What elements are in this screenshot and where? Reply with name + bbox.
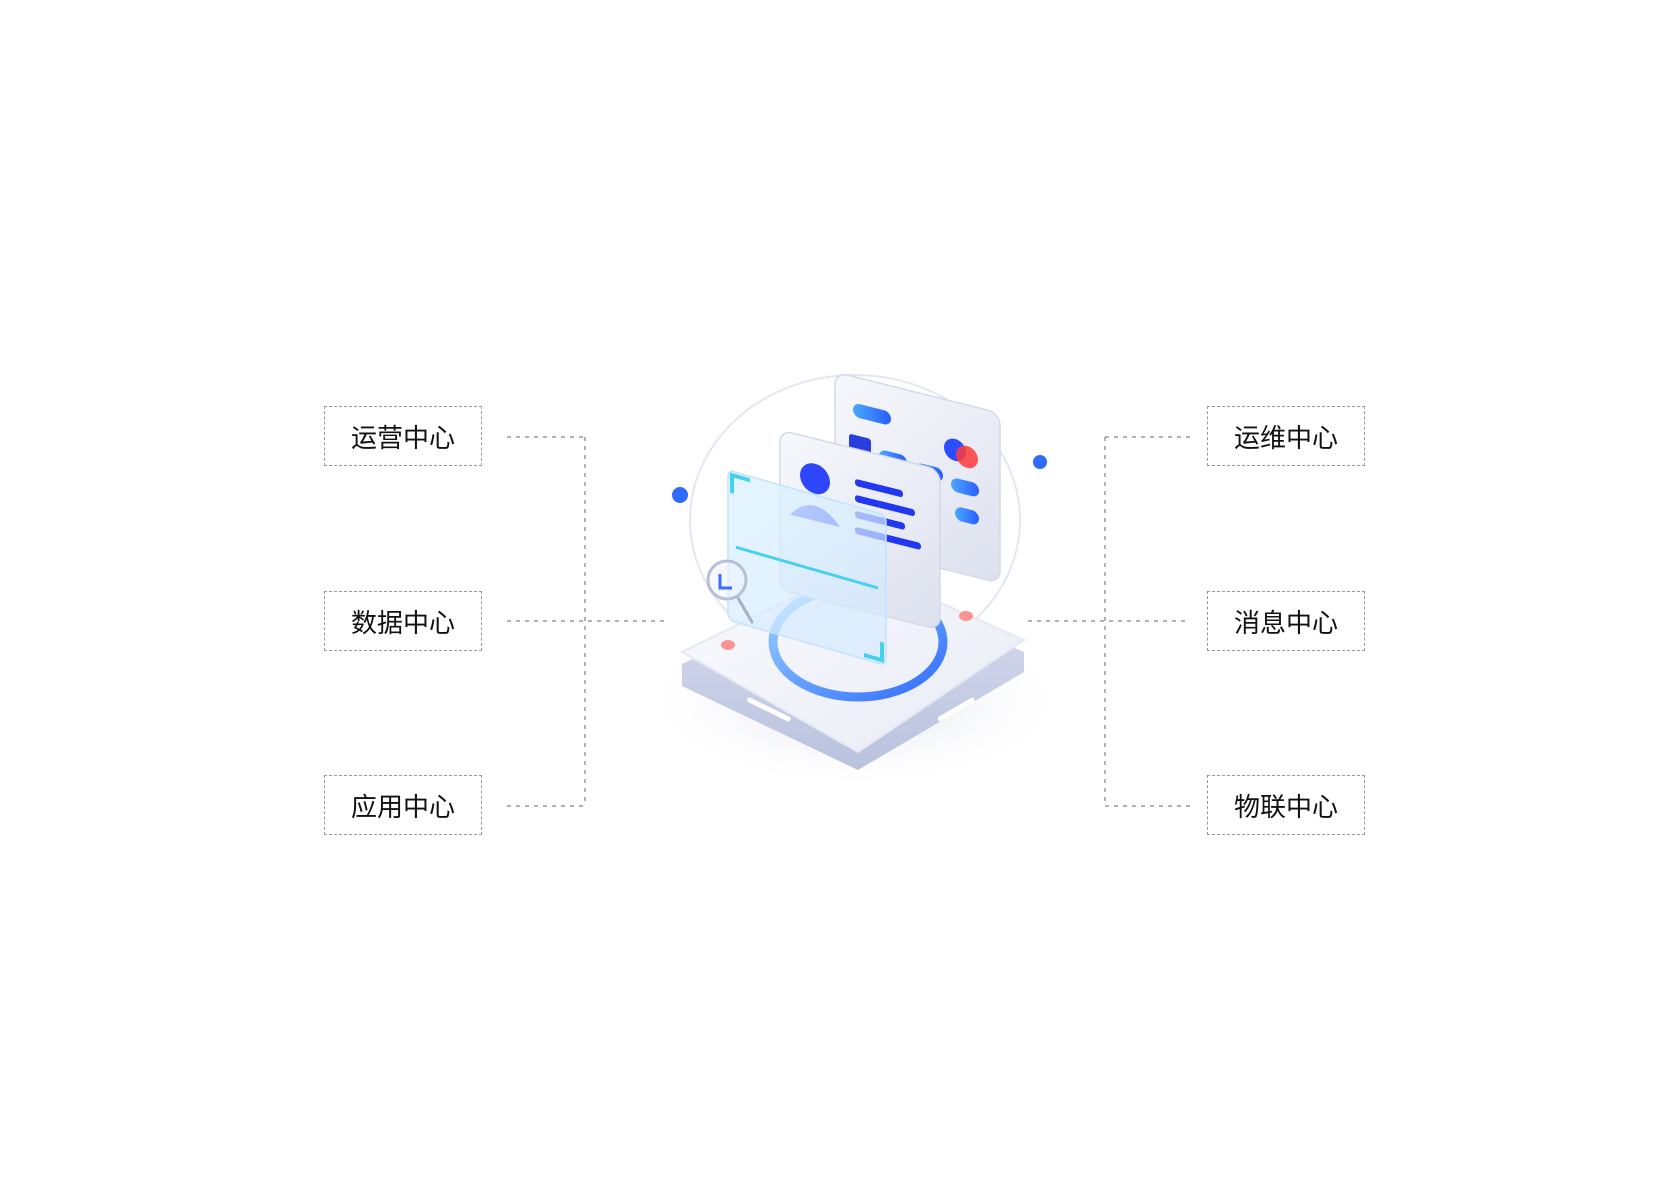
indicator-light-right bbox=[959, 611, 973, 621]
portrait-head bbox=[800, 463, 830, 495]
node-maintenance-center: 运维中心 bbox=[1207, 406, 1365, 466]
platform-light-right bbox=[937, 697, 975, 722]
indicator-light-left bbox=[721, 640, 735, 650]
node-label: 应用中心 bbox=[350, 792, 455, 823]
card-logo-red bbox=[956, 445, 978, 469]
scan-corner-bottom-right bbox=[864, 641, 884, 663]
node-iot-center: 物联中心 bbox=[1207, 775, 1365, 835]
card-pill bbox=[853, 404, 891, 425]
node-operations-center: 运营中心 bbox=[324, 406, 482, 466]
node-data-center: 数据中心 bbox=[324, 591, 482, 651]
scanning-glass-panel bbox=[727, 470, 887, 665]
node-label: 消息中心 bbox=[1233, 608, 1338, 639]
card-pill bbox=[955, 507, 979, 525]
id-line bbox=[855, 495, 915, 517]
node-application-center: 应用中心 bbox=[324, 775, 482, 835]
floating-dot-left bbox=[672, 487, 688, 503]
card-pill bbox=[951, 478, 979, 497]
scan-line bbox=[736, 545, 878, 590]
platform-light-left bbox=[746, 697, 791, 722]
node-label: 数据中心 bbox=[350, 608, 455, 639]
id-line bbox=[855, 479, 903, 498]
scan-corner-top-left bbox=[730, 472, 750, 494]
node-message-center: 消息中心 bbox=[1207, 591, 1365, 651]
node-label: 运维中心 bbox=[1233, 423, 1338, 454]
floating-dot-right bbox=[1033, 455, 1047, 469]
magnifier-icon bbox=[706, 559, 754, 624]
node-label: 运营中心 bbox=[350, 423, 455, 454]
node-label: 物联中心 bbox=[1233, 792, 1338, 823]
